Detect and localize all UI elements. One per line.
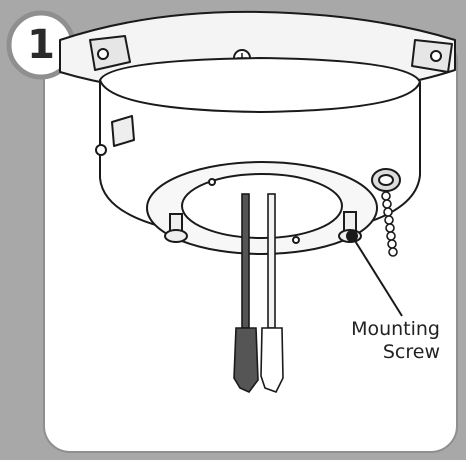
callout-line-1: Mounting (351, 318, 440, 340)
left-screw (164, 213, 188, 243)
step-number: 1 (27, 22, 55, 68)
ceiling-fan-housing (59, 10, 456, 255)
callout-dot (346, 230, 358, 242)
callout-label: Mounting Screw (300, 318, 440, 364)
connector-dark (233, 327, 259, 393)
connector-light (260, 327, 284, 393)
wires (233, 193, 284, 393)
wire-light (267, 193, 276, 329)
wire-dark (241, 193, 250, 329)
callout-line-2: Screw (382, 341, 440, 363)
pull-chain (381, 191, 398, 257)
callout-leader (351, 235, 403, 317)
